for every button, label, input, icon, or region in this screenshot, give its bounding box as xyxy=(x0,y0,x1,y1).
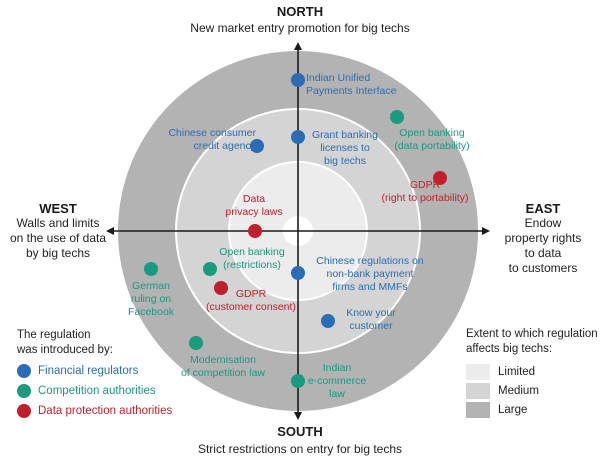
dot-open-banking-restrictions xyxy=(203,262,217,276)
dot-modernisation-competition xyxy=(189,336,203,350)
dot-grant-banking-licenses xyxy=(291,130,305,144)
legend-authorities: The regulation was introduced by: Financ… xyxy=(17,328,217,421)
east-subtitle-1: Endow xyxy=(524,216,562,230)
north-subtitle: New market entry promotion for big techs xyxy=(190,21,410,35)
label-know-your-customer: Know your customer xyxy=(346,307,396,332)
legend-item-data-protection: Data protection authorities xyxy=(17,401,217,421)
label-open-banking-restrictions: Open banking (restrictions) xyxy=(219,246,285,271)
legend-extent-title-1: Extent to which regulation xyxy=(466,328,598,340)
swatch-large xyxy=(466,401,490,418)
dot-open-banking-portability xyxy=(390,110,404,124)
south-title: SOUTH xyxy=(277,424,323,439)
dot-gdpr-consent xyxy=(214,281,228,295)
label-grant-banking-licenses: Grant banking licenses to big techs xyxy=(312,129,378,167)
label-chinese-payment-regulations: Chinese regulations on non-bank payment … xyxy=(316,255,424,293)
east-subtitle-2: property rights xyxy=(504,231,582,245)
east-subtitle-4: to customers xyxy=(508,261,578,275)
south-subtitle: Strict restrictions on entry for big tec… xyxy=(197,442,403,456)
legend-extent-title-2: affects big techs: xyxy=(466,343,553,355)
legend-dot-data-protection xyxy=(17,404,31,418)
west-subtitle-3: by big techs xyxy=(25,246,91,260)
dot-indian-ecommerce xyxy=(291,374,305,388)
label-gdpr-consent: GDPR (customer consent) xyxy=(206,288,296,313)
west-subtitle-1: Walls and limits xyxy=(16,216,100,230)
swatch-medium xyxy=(466,382,490,399)
legend-authorities-title-2: was introduced by: xyxy=(17,344,113,356)
label-german-facebook-ruling: German ruling on Facebook xyxy=(127,280,175,318)
label-indian-upi: Indian Unified Payments Interface xyxy=(306,72,397,97)
swatch-limited xyxy=(466,363,490,380)
label-data-privacy-laws: Data privacy laws xyxy=(225,193,283,218)
label-modernisation-competition: Modernisation of competition law xyxy=(180,354,266,379)
legend-extent-medium: Medium xyxy=(466,381,598,400)
legend-extent-limited: Limited xyxy=(466,362,598,381)
legend-extent-large: Large xyxy=(466,400,598,419)
dot-indian-upi xyxy=(291,73,305,87)
legend-authorities-title-1: The regulation xyxy=(17,329,91,341)
dot-data-privacy-laws xyxy=(248,224,262,238)
legend-item-financial: Financial regulators xyxy=(17,361,217,381)
label-indian-ecommerce: Indian e-commerce law xyxy=(307,362,367,400)
dot-chinese-payment-regulations xyxy=(291,266,305,280)
dot-know-your-customer xyxy=(321,314,335,328)
west-label: WEST Walls and limits on the use of data… xyxy=(8,201,108,261)
dot-chinese-credit-agency xyxy=(250,139,264,153)
west-title: WEST xyxy=(39,201,77,216)
label-gdpr-portability: GDPR (right to portability) xyxy=(381,179,469,204)
legend-dot-financial xyxy=(17,364,31,378)
north-title: NORTH xyxy=(276,4,324,19)
label-chinese-credit-agency: Chinese consumer credit agency xyxy=(168,127,256,152)
legend-dot-competition xyxy=(17,384,31,398)
legend-item-competition: Competition authorities xyxy=(17,381,217,401)
dot-gdpr-portability xyxy=(433,171,447,185)
east-label: EAST Endow property rights to data to cu… xyxy=(488,201,598,276)
dot-german-facebook-ruling xyxy=(144,262,158,276)
east-subtitle-3: to data xyxy=(524,246,562,260)
label-open-banking-portability: Open banking (data portability) xyxy=(394,127,470,152)
legend-extent: Extent to which regulation affects big t… xyxy=(466,327,598,419)
east-title: EAST xyxy=(525,201,561,216)
west-subtitle-2: on the use of data xyxy=(9,231,107,245)
